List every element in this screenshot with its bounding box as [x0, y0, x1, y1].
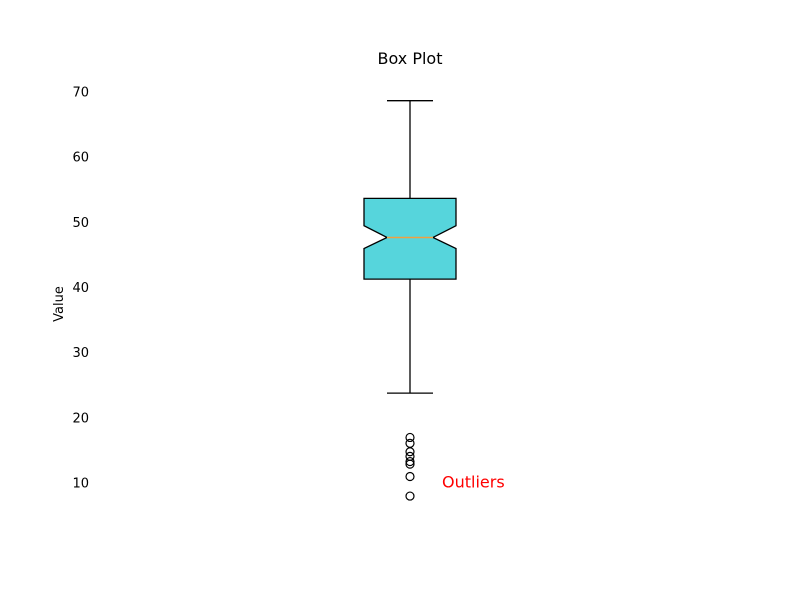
outlier-point	[405, 471, 415, 482]
box-group	[363, 197, 457, 280]
outlier-point	[405, 491, 415, 501]
outlier-point	[405, 456, 415, 467]
y-tick-label: 40	[72, 281, 89, 296]
y-tick-labels: 10 20 30 40 50 60 70	[72, 86, 89, 492]
y-tick-label: 20	[72, 411, 89, 426]
whiskers	[387, 100, 433, 394]
y-tick-label: 50	[72, 216, 89, 231]
outlier-point	[405, 447, 415, 457]
outlier-point	[405, 438, 415, 448]
outlier-points	[405, 432, 415, 501]
y-tick-label: 60	[72, 151, 89, 166]
y-tick-label: 10	[72, 476, 89, 491]
y-tick-label: 30	[72, 346, 89, 361]
outlier-point	[405, 432, 415, 443]
notched-box	[363, 197, 457, 280]
chart-title: Box Plot	[378, 49, 443, 68]
outliers-annotation: Outliers	[442, 472, 505, 491]
outlier-point	[405, 459, 415, 469]
y-tick-label: 70	[72, 86, 89, 101]
y-axis-label: Value	[52, 286, 67, 322]
